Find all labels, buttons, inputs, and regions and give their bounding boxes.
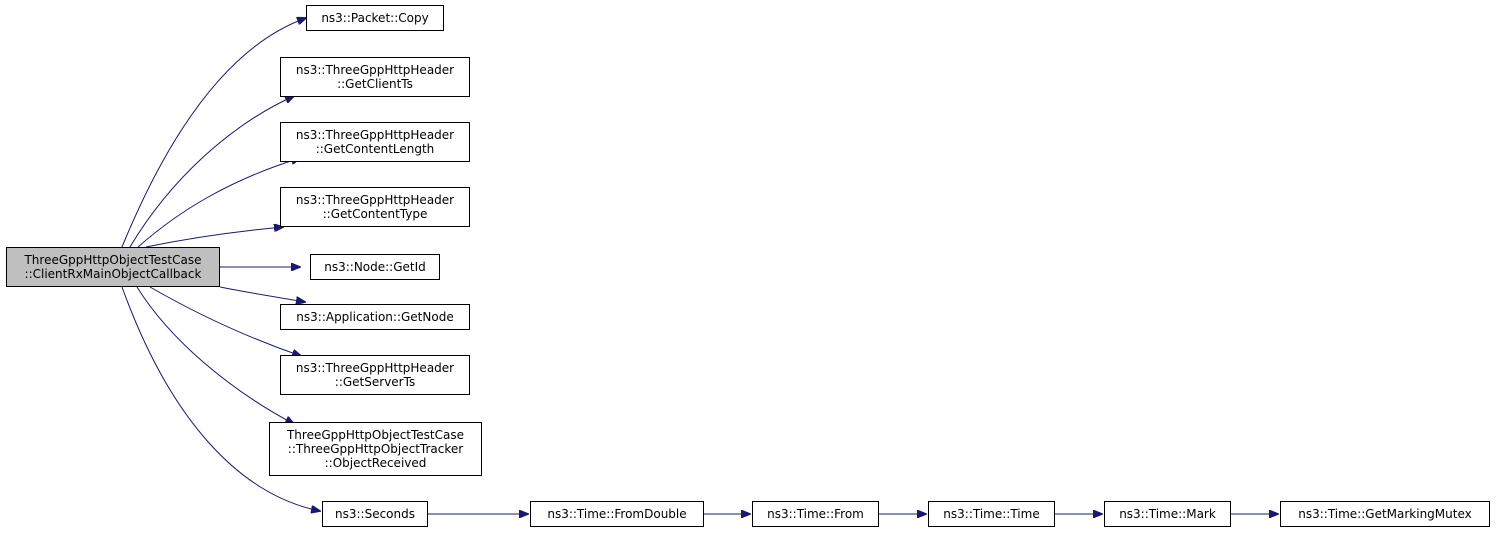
node-label-line1: ns3::ThreeGppHttpHeader bbox=[295, 63, 455, 77]
node-label-line1: ns3::ThreeGppHttpHeader bbox=[295, 128, 455, 142]
node-time-time[interactable]: ns3::Time::Time bbox=[928, 501, 1055, 527]
node-object-received[interactable]: ThreeGppHttpObjectTestCase ::ThreeGppHtt… bbox=[269, 422, 482, 476]
node-label: ns3::Time::Time bbox=[943, 507, 1040, 521]
node-packet-copy[interactable]: ns3::Packet::Copy bbox=[306, 5, 444, 31]
node-node-get-id[interactable]: ns3::Node::GetId bbox=[310, 254, 440, 280]
edge-root-to-application-get-node bbox=[219, 286, 305, 302]
node-label-line1: ns3::ThreeGppHttpHeader bbox=[295, 361, 455, 375]
node-label-line2: ::GetClientTs bbox=[337, 77, 413, 91]
root-node-label-line2: ::ClientRxMainObjectCallback bbox=[24, 267, 202, 281]
edge-root-to-packet-copy bbox=[121, 18, 306, 248]
node-label: ns3::Time::From bbox=[767, 507, 864, 521]
node-time-from[interactable]: ns3::Time::From bbox=[752, 501, 879, 527]
root-node[interactable]: ThreeGppHttpObjectTestCase ::ClientRxMai… bbox=[6, 247, 220, 287]
root-node-label-line1: ThreeGppHttpObjectTestCase bbox=[24, 253, 202, 267]
edge-root-to-get-content-length bbox=[137, 158, 300, 248]
node-label-line2: ::ThreeGppHttpObjectTracker bbox=[287, 442, 464, 456]
node-label-line1: ThreeGppHttpObjectTestCase bbox=[286, 428, 465, 442]
node-label-line3: ::ObjectReceived bbox=[324, 456, 427, 470]
node-label: ns3::Application::GetNode bbox=[296, 310, 454, 324]
node-label-line2: ::GetContentLength bbox=[315, 142, 435, 156]
node-time-get-marking-mutex[interactable]: ns3::Time::GetMarkingMutex bbox=[1280, 501, 1490, 527]
node-get-content-length[interactable]: ns3::ThreeGppHttpHeader ::GetContentLeng… bbox=[280, 122, 470, 162]
node-time-mark[interactable]: ns3::Time::Mark bbox=[1104, 501, 1231, 527]
node-get-server-ts[interactable]: ns3::ThreeGppHttpHeader ::GetServerTs bbox=[280, 355, 470, 395]
node-get-content-type[interactable]: ns3::ThreeGppHttpHeader ::GetContentType bbox=[280, 187, 470, 227]
node-label: ns3::Seconds bbox=[335, 507, 415, 521]
edge-root-to-get-server-ts bbox=[149, 286, 301, 356]
node-label-line1: ns3::ThreeGppHttpHeader bbox=[295, 193, 455, 207]
edge-root-to-get-content-type bbox=[145, 227, 283, 248]
node-label-line2: ::GetServerTs bbox=[334, 375, 416, 389]
node-get-client-ts[interactable]: ns3::ThreeGppHttpHeader ::GetClientTs bbox=[280, 57, 470, 97]
edge-root-to-object-received bbox=[136, 286, 294, 424]
node-application-get-node[interactable]: ns3::Application::GetNode bbox=[280, 304, 470, 330]
node-label: ns3::Time::GetMarkingMutex bbox=[1298, 507, 1472, 521]
node-seconds[interactable]: ns3::Seconds bbox=[322, 501, 428, 527]
node-label-line2: ::GetContentType bbox=[322, 207, 428, 221]
node-label: ns3::Node::GetId bbox=[324, 260, 426, 274]
node-label: ns3::Time::Mark bbox=[1119, 507, 1216, 521]
node-label: ns3::Packet::Copy bbox=[321, 11, 429, 25]
node-time-from-double[interactable]: ns3::Time::FromDouble bbox=[530, 501, 704, 527]
edge-root-to-get-client-ts bbox=[129, 96, 294, 248]
edge-root-to-seconds bbox=[121, 286, 320, 511]
node-label: ns3::Time::FromDouble bbox=[547, 507, 687, 521]
